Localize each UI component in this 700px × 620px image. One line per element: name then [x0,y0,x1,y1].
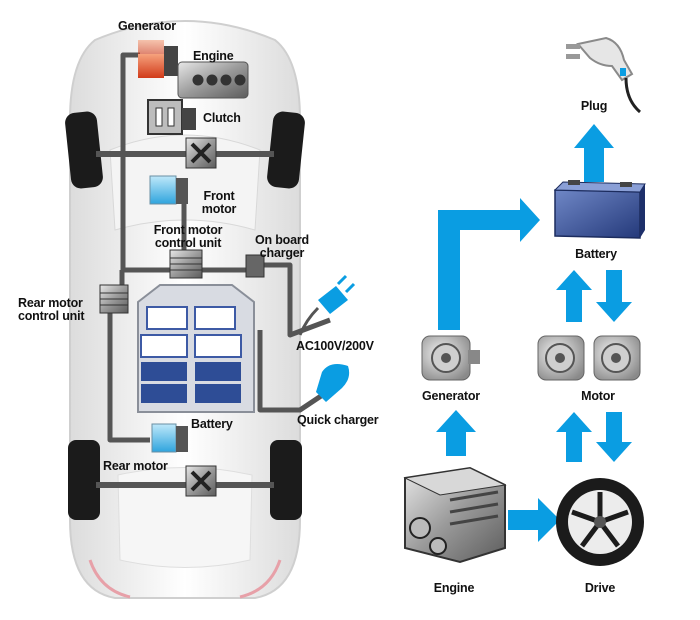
front-motor-control-unit-label: Front motor control unit [147,224,229,250]
flow-arrows [436,124,632,542]
front-motor-control-unit [169,249,203,279]
on-board-label-line1: On board [255,233,309,247]
front-right-tire [267,111,305,189]
rear-left-tire [68,440,100,520]
engine-component [177,61,249,99]
rear-motor-cu-label-line1: Rear motor [18,296,83,310]
plug-label: Plug [580,99,608,113]
rear-motor-component [151,423,188,453]
flow-motor-icon-left [537,335,585,381]
front-left-tire [65,111,103,189]
motor-label: Motor [581,389,615,403]
on-board-label-line2: charger [259,246,305,260]
engine-label: Engine [193,49,234,63]
flow-engine-icon [403,466,507,564]
front-motor-label: Front motor [196,190,242,216]
charging-plug-icon [566,36,642,114]
rear-motor-label: Rear motor [103,459,168,473]
rear-motor-control-unit-label: Rear motor control unit [18,296,85,323]
battery-pack [137,284,255,413]
rear-right-tire [270,440,302,520]
drive-label: Drive [584,581,616,595]
battery-block-icon [553,180,646,239]
quick-charger-icon [299,364,350,412]
front-differential [185,137,217,169]
car-battery-label: Battery [191,417,233,431]
clutch-component [147,99,196,135]
ac-plug-icon [298,274,356,336]
generator-component [138,40,178,78]
flow-motor-icon-right [593,335,641,381]
generator-label: Generator [118,19,176,33]
front-motor-label-line1: Front [203,189,235,203]
front-motor-cu-label-line2: control unit [154,236,222,250]
engine-flow-label: Engine [433,581,475,595]
front-axle [96,151,274,157]
on-board-charger-label: On board charger [252,234,312,260]
ac-outlet-label: AC100V/200V [296,339,374,353]
flow-generator-icon [421,335,480,381]
front-motor-component [149,175,188,205]
quick-charger-label: Quick charger [297,413,379,427]
generator-flow-label: Generator [422,389,480,403]
front-motor-label-line2: motor [201,202,237,216]
rear-differential [185,465,217,497]
clutch-label: Clutch [203,111,241,125]
drive-wheel-icon [556,478,644,566]
rear-motor-control-unit [99,284,129,314]
front-motor-cu-label-line1: Front motor [153,223,223,237]
battery-label: Battery [575,247,617,261]
on-board-charger-component [245,254,265,278]
rear-axle [96,482,274,488]
rear-motor-cu-label-line2: control unit [18,309,85,323]
